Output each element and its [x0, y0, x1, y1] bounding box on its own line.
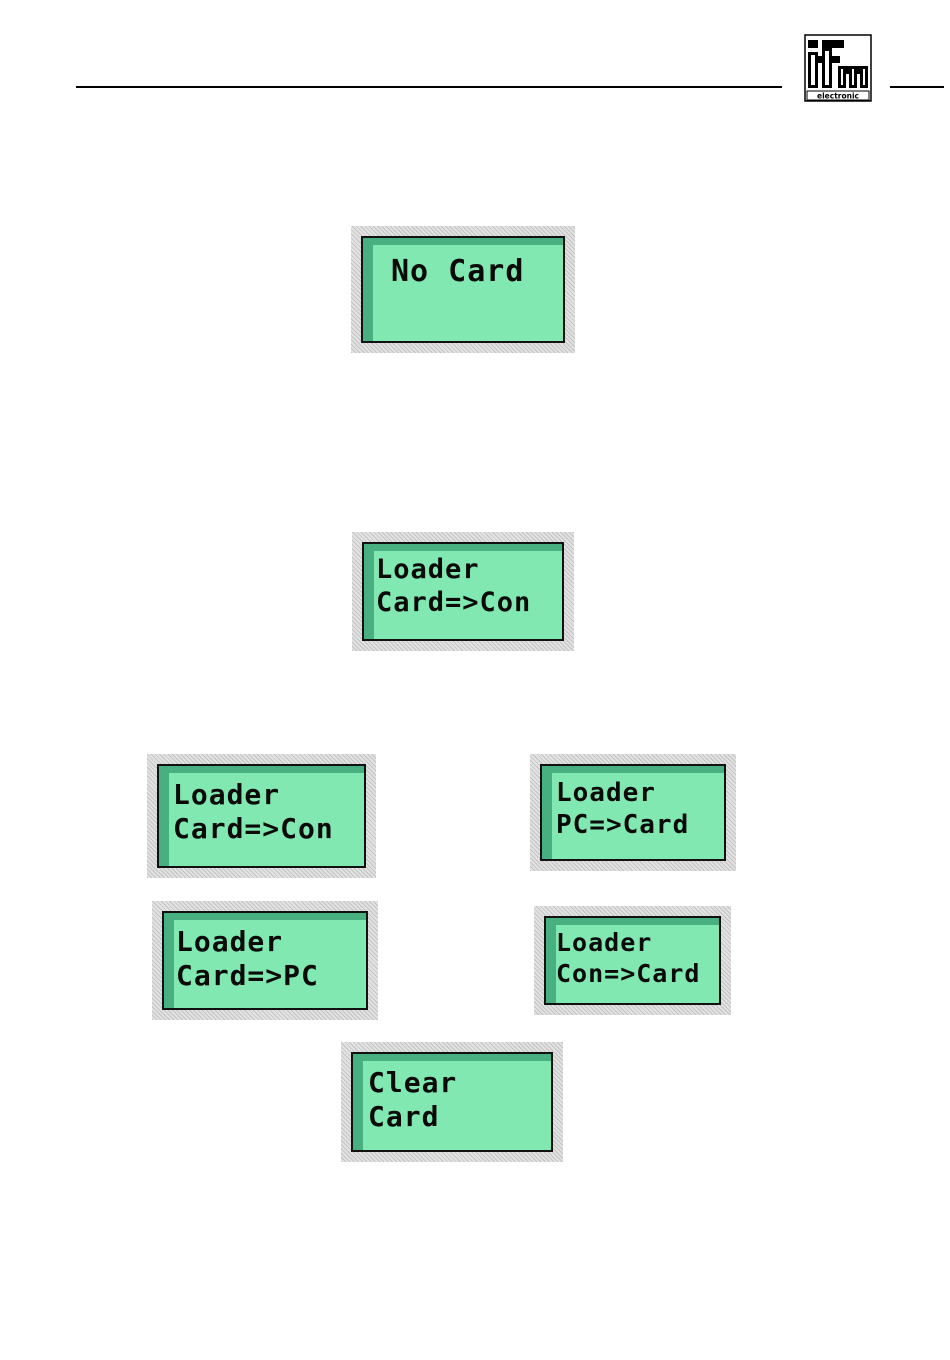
- lcd-screen: Loader Card=>Con: [157, 764, 366, 868]
- lcd-loader-card-con: Loader Card=>Con: [147, 754, 376, 878]
- lcd-line-2: Card=>PC: [176, 959, 358, 993]
- lcd-line-2: Card: [368, 1100, 543, 1134]
- lcd-line-2: Con=>Card: [556, 959, 711, 990]
- lcd-line-1: Clear: [368, 1066, 543, 1100]
- lcd-line-1: Loader: [176, 925, 358, 959]
- lcd-line-2: PC=>Card: [556, 810, 716, 842]
- lcd-clear-card: Clear Card: [341, 1042, 563, 1162]
- lcd-line-1: Loader: [173, 778, 356, 812]
- lcd-screen: Clear Card: [351, 1052, 553, 1152]
- ifm-electronic-logo: electronic: [804, 34, 872, 102]
- lcd-loader-card-con-main: Loader Card=>Con: [352, 532, 574, 651]
- lcd-screen: No Card: [361, 236, 565, 343]
- lcd-loader-card-pc: Loader Card=>PC: [152, 901, 378, 1020]
- header-rule-right: [890, 86, 944, 88]
- lcd-line-1: No Card: [391, 254, 555, 291]
- svg-text:electronic: electronic: [817, 92, 859, 101]
- lcd-line-1: Loader: [376, 554, 554, 587]
- lcd-screen: Loader Card=>Con: [362, 542, 564, 641]
- lcd-loader-con-card: Loader Con=>Card: [534, 906, 731, 1015]
- lcd-line-1: Loader: [556, 928, 711, 959]
- lcd-screen: Loader Con=>Card: [544, 916, 721, 1005]
- lcd-line-2: Card=>Con: [173, 812, 356, 846]
- lcd-line-2: Card=>Con: [376, 587, 554, 620]
- lcd-line-1: Loader: [556, 778, 716, 810]
- lcd-no-card: No Card: [351, 226, 575, 353]
- lcd-screen: Loader PC=>Card: [540, 764, 726, 861]
- lcd-loader-pc-card: Loader PC=>Card: [530, 754, 736, 871]
- header-rule-left: [76, 86, 782, 88]
- lcd-screen: Loader Card=>PC: [162, 911, 368, 1010]
- ifm-logo-icon: electronic: [804, 34, 872, 102]
